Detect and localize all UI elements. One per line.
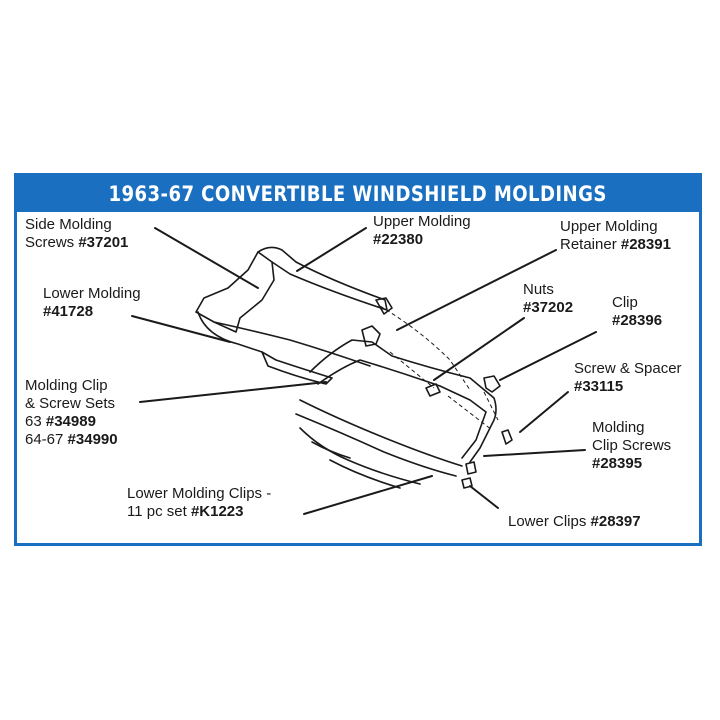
leader-molding-clip-screws	[483, 449, 586, 457]
assembly-dashed-2	[389, 351, 435, 389]
label-nuts: Nuts #37202	[523, 281, 574, 316]
label-upper-molding: Upper Molding #22380	[373, 213, 471, 248]
side-molding-shape	[195, 251, 275, 333]
assembly-dashed-1	[379, 305, 471, 391]
leader-lower-clips	[469, 485, 499, 509]
screw-spacer-part	[501, 429, 513, 445]
leader-upper-molding	[296, 227, 367, 272]
molding-clip-screw-part	[465, 461, 477, 475]
clip-part	[483, 375, 501, 393]
lower-clip-part	[461, 477, 473, 489]
leader-lower-molding	[131, 315, 231, 343]
retainer-clip	[375, 297, 393, 315]
label-molding-clip-screws: Molding Clip Screws #28395	[592, 419, 672, 472]
label-clip: Clip #28396	[612, 294, 663, 329]
label-molding-clip-sets: Molding Clip & Screw Sets 63 #34989 64-6…	[25, 377, 118, 448]
label-upper-molding-retainer: Upper Molding Retainer #28391	[560, 218, 671, 253]
diagram-title: 1963-67 CONVERTIBLE WINDSHIELD MOLDINGS	[108, 182, 608, 206]
label-lower-clips: Lower Clips #28397	[508, 513, 641, 530]
nut-part	[425, 383, 441, 397]
dash-line-1	[299, 399, 463, 467]
leader-nuts	[433, 317, 525, 381]
upper-molding-shape	[257, 246, 388, 311]
leader-lower-molding-clips	[303, 475, 433, 515]
cowl-frame	[309, 339, 497, 463]
glass-outline	[213, 321, 371, 367]
leader-clip	[499, 331, 597, 381]
lower-molding-left	[197, 311, 263, 353]
lower-molding-center	[261, 351, 333, 385]
label-side-molding-screws: Side Molding Screws #37201	[25, 216, 129, 251]
cowl-vent	[311, 441, 351, 459]
hood-curve	[299, 427, 421, 485]
cowl-lower	[329, 459, 401, 489]
label-lower-molding: Lower Molding #41728	[43, 285, 141, 320]
assembly-dashed-4	[483, 391, 499, 421]
leader-screw-spacer	[519, 391, 569, 433]
label-lower-molding-clips: Lower Molding Clips - 11 pc set #K1223	[127, 485, 272, 520]
dash-line-2	[295, 413, 457, 477]
glass-lower	[317, 359, 487, 459]
leader-upper-molding-retainer	[396, 249, 557, 331]
title-banner: 1963-67 CONVERTIBLE WINDSHIELD MOLDINGS	[17, 176, 699, 212]
diagram-frame: 1963-67 CONVERTIBLE WINDSHIELD MOLDINGS	[14, 173, 702, 546]
assembly-dashed-3	[447, 395, 493, 431]
leader-molding-clip-sets	[139, 381, 327, 403]
label-screw-spacer: Screw & Spacer #33115	[574, 360, 682, 395]
leader-side-molding-screws	[154, 227, 259, 289]
upper-corner-piece	[361, 325, 381, 347]
